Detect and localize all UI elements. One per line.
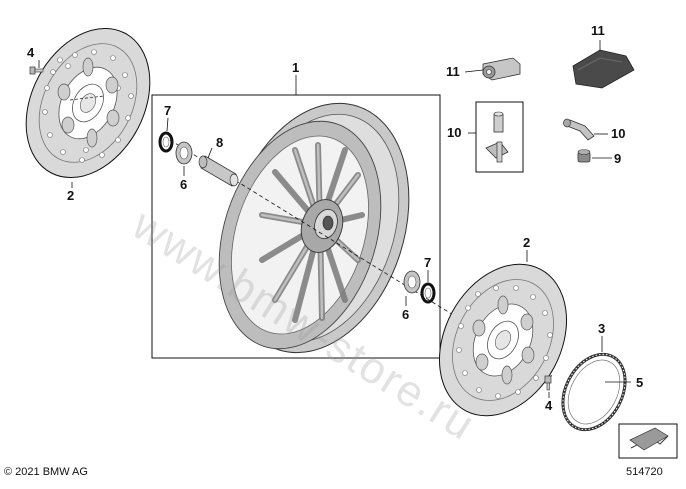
callout-2-left: 2: [67, 188, 75, 203]
callout-7-right: 7: [424, 255, 432, 270]
wheel: [218, 102, 410, 354]
valve-angled: [563, 118, 595, 141]
viewing-direction-icon: [618, 423, 678, 459]
callout-5: 5: [636, 375, 644, 390]
part-10-box: [475, 101, 524, 173]
callout-10-box: 10: [447, 125, 462, 140]
spacer-sleeve: [198, 155, 239, 187]
sensor-cover: [572, 49, 635, 89]
callout-1: 1: [292, 60, 300, 75]
seal-left: [158, 131, 174, 153]
valve-sleeve: [493, 111, 504, 133]
callout-9: 9: [614, 151, 622, 166]
bearing-right: [403, 270, 421, 294]
callout-7-left: 7: [164, 103, 172, 118]
callout-3: 3: [598, 321, 606, 336]
bolt-left: [29, 66, 44, 75]
callout-4-right: 4: [545, 398, 553, 413]
callout-10-right: 10: [611, 126, 626, 141]
valve-nut: [577, 149, 591, 163]
callout-11-left: 11: [446, 64, 460, 79]
callout-8: 8: [216, 135, 224, 150]
callout-4-left: 4: [27, 45, 35, 60]
seal-right: [420, 282, 436, 304]
leader-lines: [38, 40, 631, 398]
callout-11-top: 11: [591, 23, 605, 38]
abs-sensor-ring: [561, 352, 627, 432]
callout-2-right: 2: [523, 235, 531, 250]
copyright-text: © 2021 BMW AG: [4, 466, 88, 478]
bearing-left: [175, 141, 193, 165]
bolt-right: [544, 375, 552, 391]
callout-6-right: 6: [402, 307, 410, 322]
callout-6-left: 6: [180, 177, 188, 192]
diagram-number: 514720: [626, 466, 663, 478]
brake-disc-left: [25, 27, 151, 179]
valve-angled-box: [485, 141, 509, 163]
brake-disc-right: [438, 263, 568, 417]
sensor-mount: [482, 57, 521, 81]
